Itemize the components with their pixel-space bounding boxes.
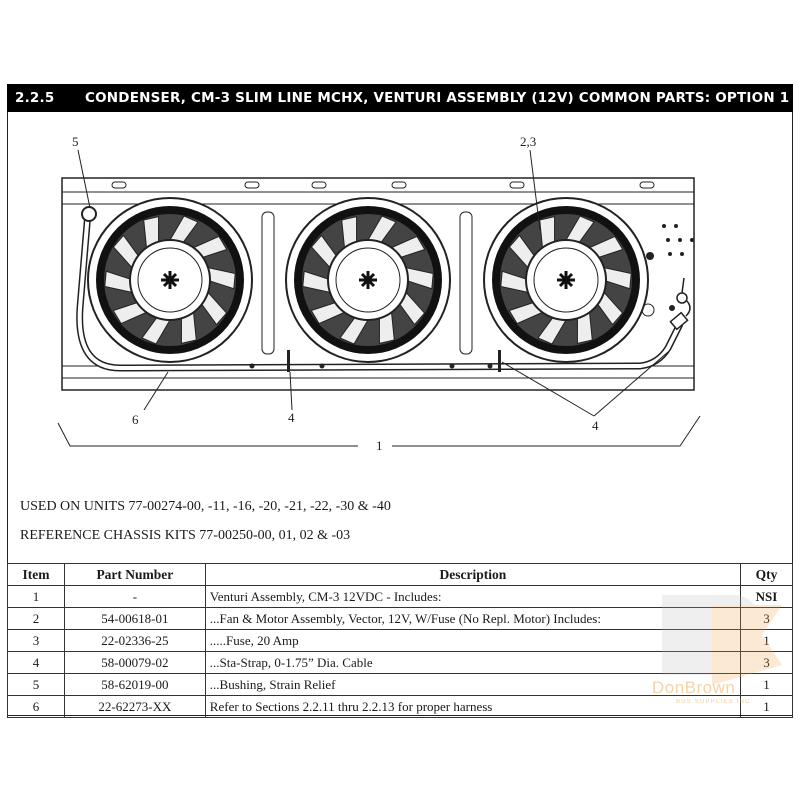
cell-item: 5 [7,673,65,696]
cell-item: 6 [7,695,65,718]
header-item: Item [7,563,65,586]
table-row: 5 58-62019-00 ...Bushing, Strain Relief … [7,673,793,696]
table-header-row: Item Part Number Description Qty [7,563,793,586]
strain-relief-bushing [81,206,97,222]
cell-qty: 1 [740,695,793,718]
header-part-number: Part Number [63,563,206,586]
cell-qty: NSI [740,585,793,608]
cell-description: ...Bushing, Strain Relief [204,673,742,696]
callout-6: 6 [132,412,139,427]
cell-qty: 1 [740,629,793,652]
fan-1 [87,197,253,363]
table-row: 3 22-02336-25 .....Fuse, 20 Amp 1 [7,629,793,652]
cell-description: ...Sta-Strap, 0-1.75” Dia. Cable [204,651,742,674]
cell-part-number: 58-62019-00 [63,673,206,696]
fan-2 [285,197,451,363]
cell-part-number: 54-00618-01 [63,607,206,630]
cell-part-number: - [63,585,206,608]
cell-item: 1 [7,585,65,608]
reference-chassis-kits: REFERENCE CHASSIS KITS 77-00250-00, 01, … [20,528,351,543]
callout-4a: 4 [288,410,295,425]
table-row: 4 58-00079-02 ...Sta-Strap, 0-1.75” Dia.… [7,651,793,674]
watermark-text: DonBrown [652,678,736,697]
cell-item: 4 [7,651,65,674]
callout-4b: 4 [592,418,599,433]
cell-description: .....Fuse, 20 Amp [204,629,742,652]
parts-table: Item Part Number Description Qty 1 - Ven… [7,563,793,718]
cell-item: 3 [7,629,65,652]
condenser-diagram: 5 2,3 6 4 4 1 [57,134,701,453]
fan-3 [483,197,649,363]
table-row: 2 54-00618-01 ...Fan & Motor Assembly, V… [7,607,793,630]
cell-description: Refer to Sections 2.2.11 thru 2.2.13 for… [204,695,742,718]
cell-part-number: 58-00079-02 [63,651,206,674]
cell-description: ...Fan & Motor Assembly, Vector, 12V, W/… [204,607,742,630]
section-number: 2.2.5 [15,90,55,106]
table-row: 1 - Venturi Assembly, CM-3 12VDC - Inclu… [7,585,793,608]
used-on-units: USED ON UNITS 77-00274-00, -11, -16, -20… [20,499,391,514]
cell-part-number: 22-62273-XX [63,695,206,718]
table-row: 6 22-62273-XX Refer to Sections 2.2.11 t… [7,695,793,718]
cell-qty: 3 [740,607,793,630]
watermark-subtext: BUS SUPPLIES INC [676,699,751,705]
cell-qty: 1 [740,673,793,696]
section-title: CONDENSER, CM-3 SLIM LINE MCHX, VENTURI … [85,90,790,106]
callout-5: 5 [72,134,79,149]
cell-qty: 3 [740,651,793,674]
section-header: 2.2.5 CONDENSER, CM-3 SLIM LINE MCHX, VE… [7,84,793,112]
cell-description: Venturi Assembly, CM-3 12VDC - Includes: [204,585,742,608]
cell-part-number: 22-02336-25 [63,629,206,652]
cell-item: 2 [7,607,65,630]
callout-2-3: 2,3 [520,134,536,149]
header-qty: Qty [740,563,793,586]
callout-1: 1 [376,438,383,453]
header-description: Description [204,563,742,586]
